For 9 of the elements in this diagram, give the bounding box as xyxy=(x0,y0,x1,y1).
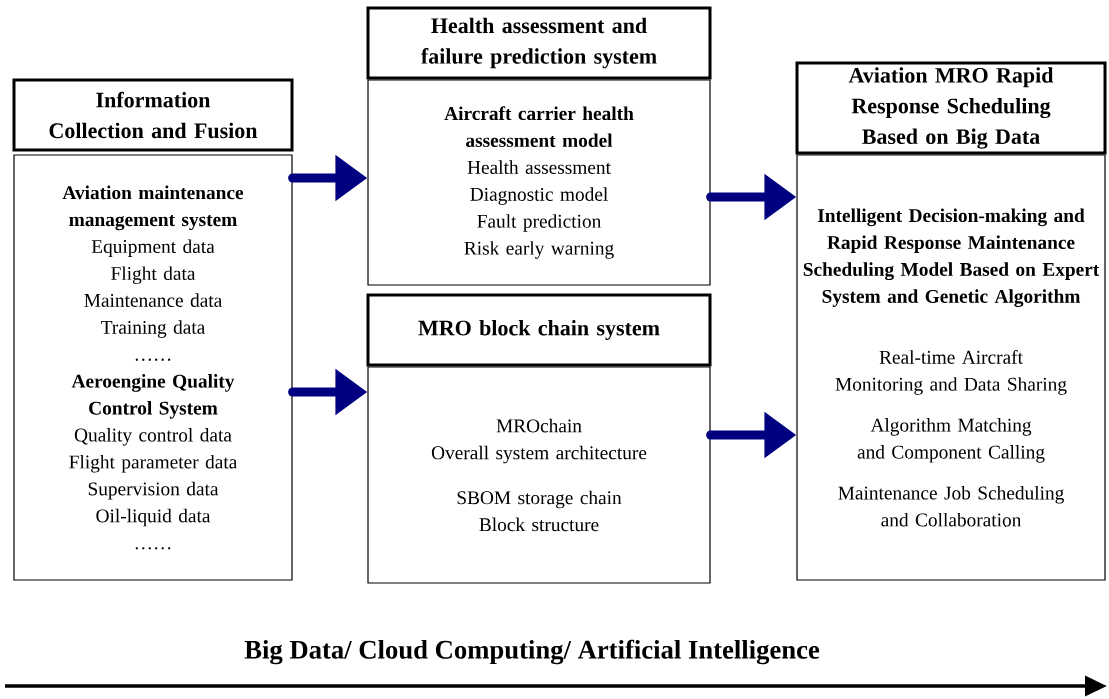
content-box: MROchain Overall system architecture SBOM storage chain Block structure xyxy=(367,366,711,584)
header-box: MRO block chain system xyxy=(366,293,712,367)
content-box: Aviation maintenance management system Equipment data Flight data Maintenance data Training data …… Aeroengine Quality Control System Quality control data Flight parameter data Supervision data Oil-liquid data …… xyxy=(13,154,293,581)
caption-text: Big Data/ Cloud Computing/ Artificial Intelligence xyxy=(244,639,820,665)
header-box: Health assessment and failure prediction system xyxy=(366,6,712,80)
header-box: Aviation MRO Rapid Response Scheduling Based on Big Data xyxy=(795,61,1107,155)
content-box: Aircraft carrier health assessment model Health assessment Diagnostic model Fault prediction Risk early warning xyxy=(367,79,711,286)
header-box: Information Collection and Fusion xyxy=(12,78,294,152)
content-box: Intelligent Decision-making and Rapid Response Maintenance Scheduling Model Based on Expert System and Genetic Algorithm Real-time Aircraft Monitoring and Data Sharing Algorithm Matching and Component Calling Maintenance Job Scheduling and Collaboration xyxy=(796,154,1106,581)
